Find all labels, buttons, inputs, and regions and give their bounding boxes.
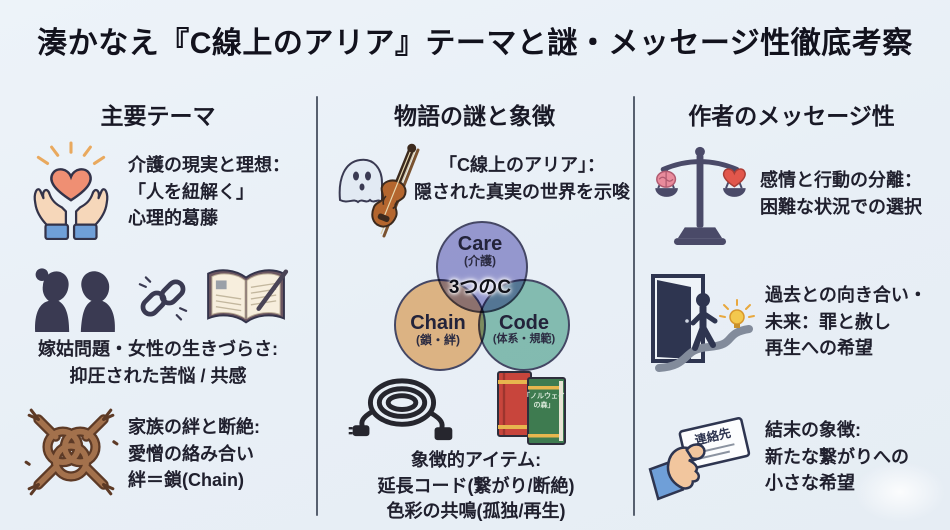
ghost-violin-icon [338,143,420,238]
text-line: 絆＝鎖(Chain) [128,470,244,491]
text-line: 家族の絆と断絶: [128,417,260,437]
text-line: 心理的葛藤 [128,208,218,229]
door-path-icon [651,274,755,372]
message-emotion-text: 感情と行動の分離： 困難な状況での選択 [760,167,945,220]
text-line: 色彩の共鳴(孤独/再生) [386,501,566,522]
hands-heart-icon [33,141,109,241]
text-line: 小さな希望 [765,473,855,494]
venn-code-sublabel: (体系・規範) [492,333,556,345]
text-line: 感情と行動の分離： [760,170,922,190]
text-line: 「人を紐解く」 [128,181,254,202]
message-ending-text: 結末の象徴: 新たな繋がりへの 小さな希望 [765,417,947,497]
venn-circle-chain [394,279,486,371]
corner-glow [855,462,945,522]
hand-card-icon: 連絡先 [648,416,751,501]
extension-cord-icon [348,378,453,441]
walking-person-icon [690,293,718,351]
violin-icon [371,143,417,228]
venn-chain-label: Chain [410,312,466,334]
rope-knot-icon [24,408,119,496]
text-line: 象徴的アイテム: [410,450,542,470]
column-divider-right [633,96,635,516]
mystery-title-text: 「C線上のアリア」： 隠された真実の世界を示唆 [402,152,642,205]
column-header-main-themes: 主要テーマ [100,103,216,129]
chain-link-icon [138,276,188,321]
message-past-future-text: 過去との向き合い・ 未来：罪と赦し 再生への希望 [765,282,947,362]
books-icon: 「ノルウェイ の森」 [497,371,566,445]
winding-path-icon [655,325,753,372]
theme-family-text: 家族の絆と断絶: 愛憎の絡み合い 絆＝鎖(Chain) [128,414,313,494]
women-silhouettes-icon [35,268,115,332]
green-book-icon: 「ノルウェイ の森」 [523,377,566,445]
venn-circle-code [478,279,570,371]
venn-care-sublabel: (介護) [464,254,496,268]
balance-scale-icon [655,146,746,246]
column-header-mysteries: 物語の謎と象徴 [394,103,555,129]
three-c-venn-diagram: Care (介護) 3つのC Chain (鎖・絆) Code (体系・規範) [384,221,576,373]
venn-care-label: Care [457,233,503,255]
text-line: 「C線上のアリア」： [439,155,605,175]
main-title: 湊かなえ『C線上のアリア』テーマと謎・メッセージ性徹底考察 [37,27,913,60]
text-line: 結末の象徴: [765,420,861,440]
text-line: 困難な状況での選択 [760,196,922,217]
ghost-icon [338,158,383,205]
heart-rays [36,141,106,165]
venn-code-label: Code [499,312,549,334]
open-door-icon [657,280,691,359]
text-line: 未来：罪と赦し [765,311,891,332]
column-divider-left [316,96,318,516]
brain-icon [656,170,677,188]
text-line: 再生への希望 [765,338,873,359]
text-line: 愛憎の絡み合い [128,443,254,464]
heart-icon [722,168,746,188]
open-book-icon [207,269,289,324]
text-line: 新たな繋がりへの [765,446,909,467]
text-line: 延長コード(繋がり/断絶) [377,475,575,496]
pen-icon [256,269,289,311]
theme-women-text: 嫁姑問題・女性の生きづらさ: 抑圧された苦悩 / 共感 [0,336,316,389]
venn-center-label: 3つのC [448,277,512,298]
venn-chain-sublabel: (鎖・絆) [416,333,460,347]
text-line: 介護の現実と理想： [128,155,290,175]
text-line: 嫁姑問題・女性の生きづらさ: [38,339,278,359]
symbolic-items-text: 象徴的アイテム: 延長コード(繋がり/断絶) 色彩の共鳴(孤独/再生) [320,448,632,525]
green-book-title-line2: の森」 [534,400,555,409]
column-header-message: 作者のメッセージ性 [688,103,895,129]
lightbulb-icon [719,299,755,328]
theme-care-text: 介護の現実と理想： 「人を紐解く」 心理的葛藤 [128,152,313,232]
text-line: 過去との向き合い・ [765,285,927,305]
green-book-title: 「ノルウェイ [523,391,565,400]
text-line: 抑圧された苦悩 / 共感 [69,365,247,386]
text-line: 隠された真実の世界を示唆 [414,181,630,202]
